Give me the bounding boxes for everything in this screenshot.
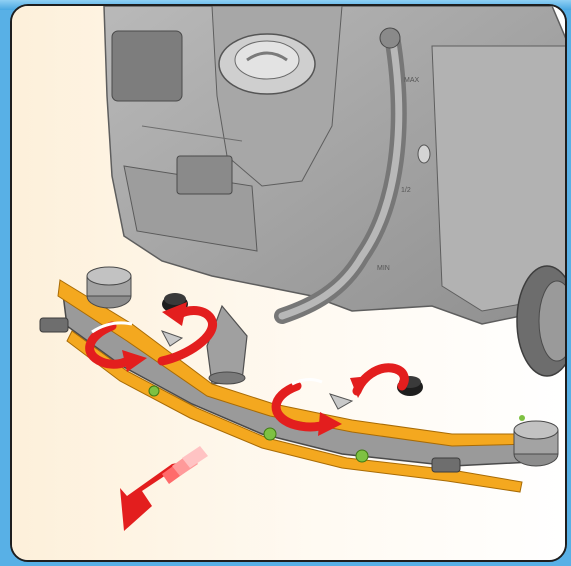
hose-connector [379, 27, 401, 49]
illustration-panel: MAX 1/2 MIN [10, 4, 567, 562]
tank-cap [218, 33, 316, 95]
squeegee-illustration: MAX 1/2 MIN [12, 6, 565, 560]
pull-out-arrow [120, 446, 208, 531]
scale-label-max: MAX [404, 77, 420, 84]
scale-label-half: 1/2 [401, 187, 411, 194]
wing-nut-right [328, 393, 354, 410]
rotate-arrow-lower-right [271, 378, 342, 436]
rotate-arrow-upper-right [350, 363, 409, 398]
scale-label-min: MIN [377, 265, 390, 272]
suction-hose-highlight [278, 32, 403, 320]
rotate-arrow-upper-left [157, 302, 217, 366]
squeegee-wheel-right [513, 420, 559, 467]
wing-nut-left [160, 330, 184, 347]
rotate-arrow-lower-left [85, 321, 147, 372]
drive-wheel [516, 265, 565, 377]
squeegee-wheel-left [86, 266, 132, 309]
